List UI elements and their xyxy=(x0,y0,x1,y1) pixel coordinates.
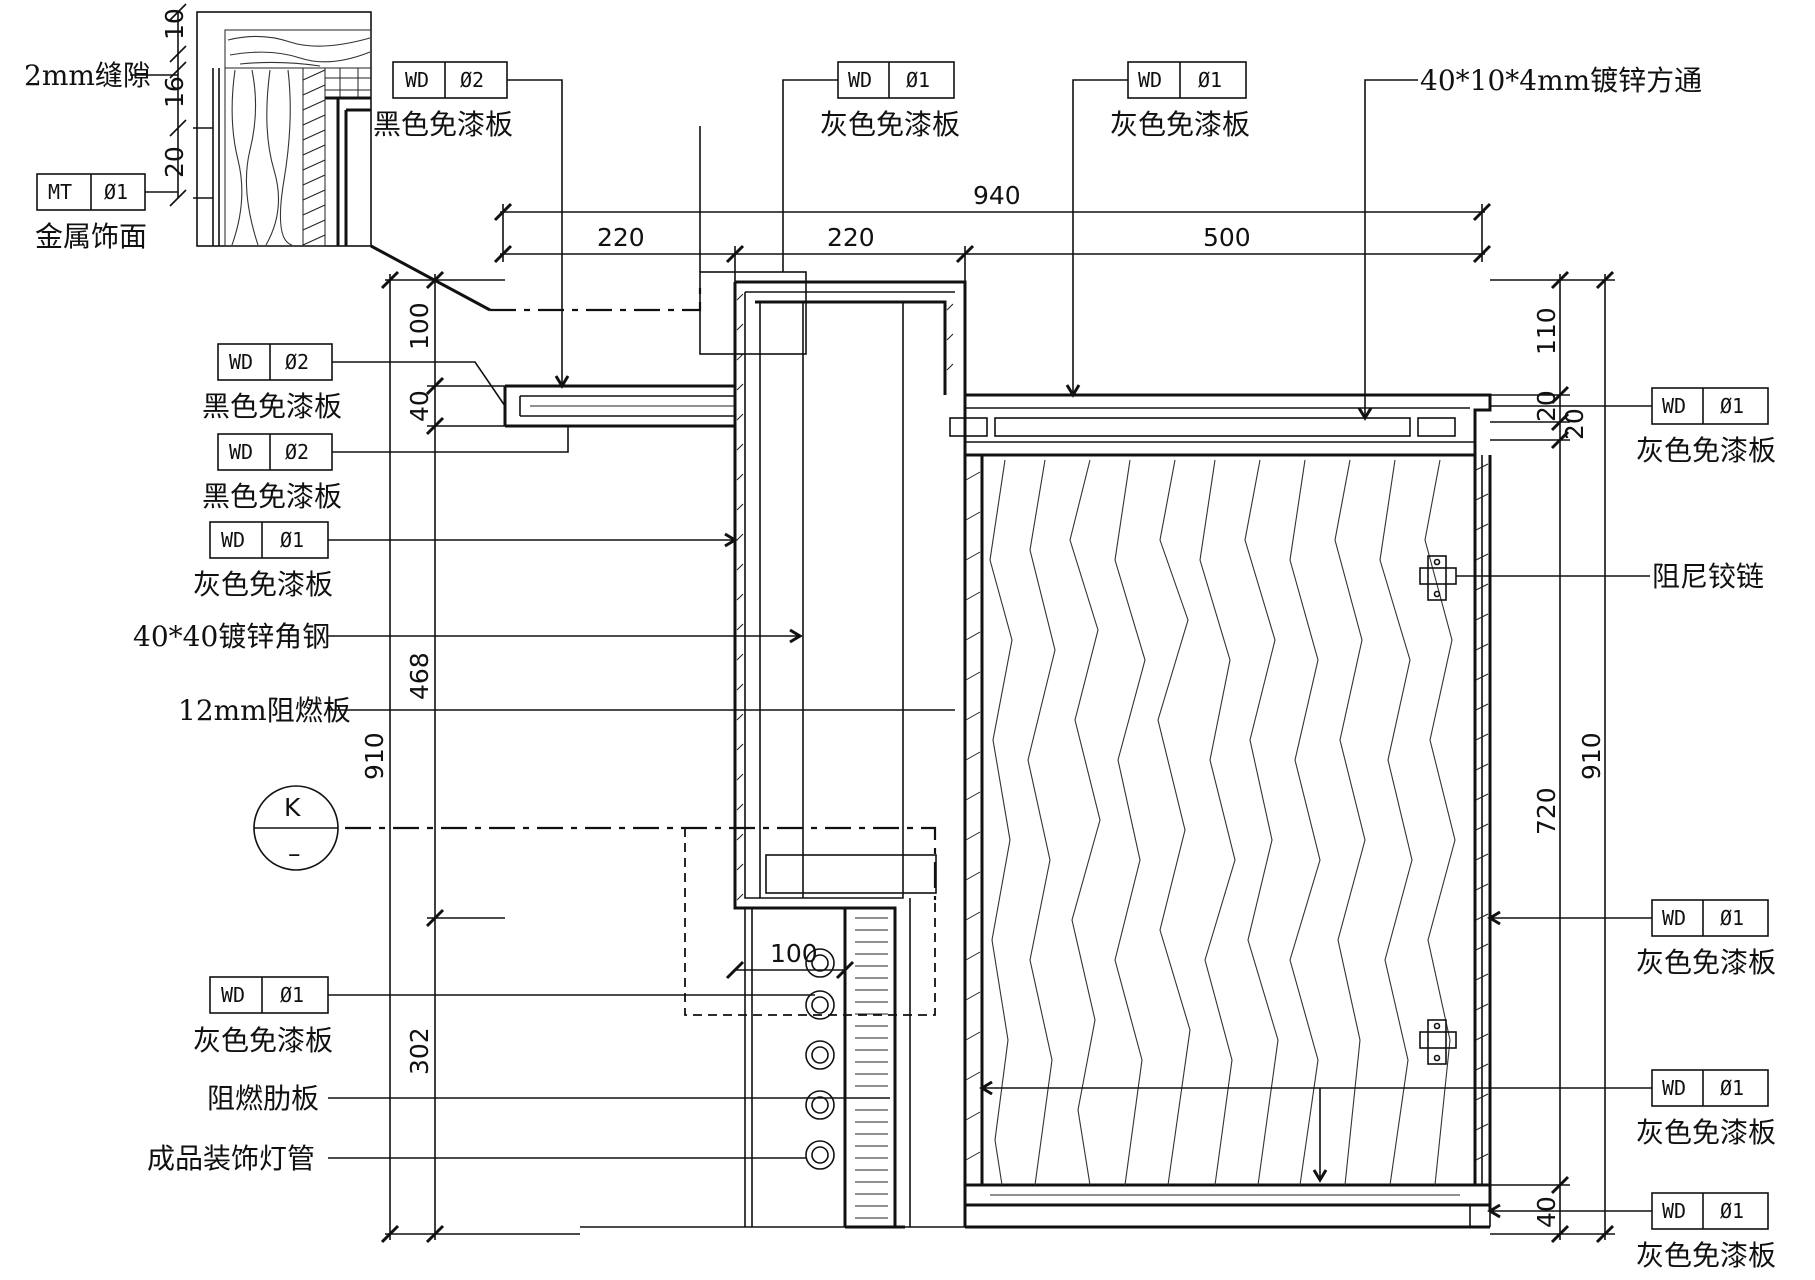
tag-label: 灰色免漆板 xyxy=(1636,434,1776,467)
tag-num: Ø1 xyxy=(1720,394,1744,418)
tag-label: 灰色免漆板 xyxy=(1110,108,1250,141)
dim-right-d: 720 xyxy=(1532,787,1561,835)
dim-seg-1: 220 xyxy=(597,223,645,252)
rib-label: 阻燃肋板 xyxy=(207,1082,319,1115)
tag-code: WD xyxy=(229,440,253,464)
tag-code: WD xyxy=(1662,1199,1686,1223)
right-tag-4: WD Ø1 灰色免漆板 xyxy=(1487,1192,1776,1272)
dim-right-overall: 910 xyxy=(1577,732,1606,780)
right-tag-2: WD Ø1 灰色免漆板 xyxy=(1487,899,1776,979)
detail-dim-2: 16 xyxy=(160,76,189,108)
tag-code: WD xyxy=(1662,906,1686,930)
left-label-fireboard: 12mm阻燃板 xyxy=(178,694,955,727)
left-tag-2: WD Ø2 黑色免漆板 xyxy=(202,426,569,513)
dim-overall-width: 940 xyxy=(973,181,1021,210)
metal-tag-code: MT xyxy=(48,180,72,204)
tag-code: WD xyxy=(1662,394,1686,418)
right-tag-1: WD Ø1 灰色免漆板 xyxy=(1490,387,1776,467)
tag-label: 黑色免漆板 xyxy=(373,108,513,141)
dim-left-overall: 910 xyxy=(360,732,389,780)
edge-detail-inset: 10 16 20 2mm缝隙 MT Ø1 金属饰面 xyxy=(24,3,702,312)
hinge-lower xyxy=(1419,1019,1457,1065)
lamp-label: 成品装饰灯管 xyxy=(147,1142,315,1175)
tag-code: WD xyxy=(1662,1076,1686,1100)
detail-dim-1: 10 xyxy=(160,8,189,40)
tag-num: Ø1 xyxy=(906,68,930,92)
tag-num: Ø1 xyxy=(1720,906,1744,930)
gap-label: 2mm缝隙 xyxy=(24,59,151,92)
tag-label: 黑色免漆板 xyxy=(202,480,342,513)
tag-num: Ø1 xyxy=(280,983,304,1007)
left-tag-1: WD Ø2 黑色免漆板 xyxy=(202,343,506,423)
dim-left-c: 468 xyxy=(405,652,434,700)
tag-code: WD xyxy=(405,68,429,92)
dim-left-d: 302 xyxy=(405,1027,434,1075)
dim-seg-2: 220 xyxy=(827,223,875,252)
detail-dim-3: 20 xyxy=(160,146,189,178)
tube-callout: 40*10*4mm镀锌方通 xyxy=(1357,64,1702,421)
top-tag-3: WD Ø1 灰色免漆板 xyxy=(1065,61,1250,398)
tag-num: Ø2 xyxy=(285,440,309,464)
section-mark-k: K – xyxy=(253,785,339,871)
tag-label: 灰色免漆板 xyxy=(193,1024,333,1057)
left-label-rib: 阻燃肋板 xyxy=(207,1082,890,1115)
metal-tag-label: 金属饰面 xyxy=(35,220,147,253)
tag-num: Ø1 xyxy=(280,528,304,552)
dim-right-c: 20 xyxy=(1560,408,1589,440)
tag-label: 灰色免漆板 xyxy=(193,568,333,601)
tag-code: WD xyxy=(848,68,872,92)
angle-steel-label: 40*40镀锌角钢 xyxy=(133,620,330,653)
tag-label: 灰色免漆板 xyxy=(1636,1239,1776,1272)
tag-code: WD xyxy=(221,528,245,552)
tag-num: Ø2 xyxy=(460,68,484,92)
hinge-label: 阻尼铰链 xyxy=(1652,560,1764,593)
dim-right-e: 40 xyxy=(1532,1196,1561,1228)
hinge-upper xyxy=(1419,555,1457,601)
left-label-lamp: 成品装饰灯管 xyxy=(147,1142,806,1175)
left-tag-3: WD Ø1 灰色免漆板 xyxy=(193,521,738,601)
tag-label: 灰色免漆板 xyxy=(1636,946,1776,979)
top-tag-2: WD Ø1 灰色免漆板 xyxy=(699,61,960,272)
tag-code: WD xyxy=(221,983,245,1007)
tag-num: Ø2 xyxy=(285,350,309,374)
fireboard-label: 12mm阻燃板 xyxy=(178,694,351,727)
tag-label: 黑色免漆板 xyxy=(202,390,342,423)
tag-code: WD xyxy=(229,350,253,374)
section-sub: – xyxy=(288,839,301,868)
section-letter: K xyxy=(284,793,301,822)
dim-lamp-offset: 100 xyxy=(770,939,818,968)
tag-num: Ø1 xyxy=(1198,68,1222,92)
left-tag-4: WD Ø1 灰色免漆板 xyxy=(193,976,815,1057)
metal-tag: MT Ø1 金属饰面 xyxy=(35,173,178,253)
dim-left-b: 40 xyxy=(405,390,434,422)
cabinet-section xyxy=(345,271,1492,1229)
tag-code: WD xyxy=(1138,68,1162,92)
metal-tag-num: Ø1 xyxy=(104,180,128,204)
dim-left-a: 100 xyxy=(405,302,434,350)
tube-label: 40*10*4mm镀锌方通 xyxy=(1420,64,1702,97)
top-dimensions: 940 220 220 500 xyxy=(493,181,1492,282)
dim-seg-3: 500 xyxy=(1203,223,1251,252)
tag-num: Ø1 xyxy=(1720,1199,1744,1223)
top-tag-1: WD Ø2 黑色免漆板 xyxy=(373,61,570,389)
left-dimensions: 100 40 468 302 910 100 xyxy=(360,270,855,1244)
tag-label: 灰色免漆板 xyxy=(1636,1116,1776,1149)
hinge-callout: 阻尼铰链 xyxy=(1456,560,1764,593)
right-tag-3: WD Ø1 灰色免漆板 xyxy=(979,1069,1776,1183)
tag-num: Ø1 xyxy=(1720,1076,1744,1100)
right-dimensions: 110 20 20 720 40 910 xyxy=(1490,270,1615,1244)
dim-right-a: 110 xyxy=(1532,307,1561,355)
tag-label: 灰色免漆板 xyxy=(820,108,960,141)
left-label-angle-steel: 40*40镀锌角钢 xyxy=(133,620,803,653)
door-wood-grain xyxy=(989,459,1456,1186)
